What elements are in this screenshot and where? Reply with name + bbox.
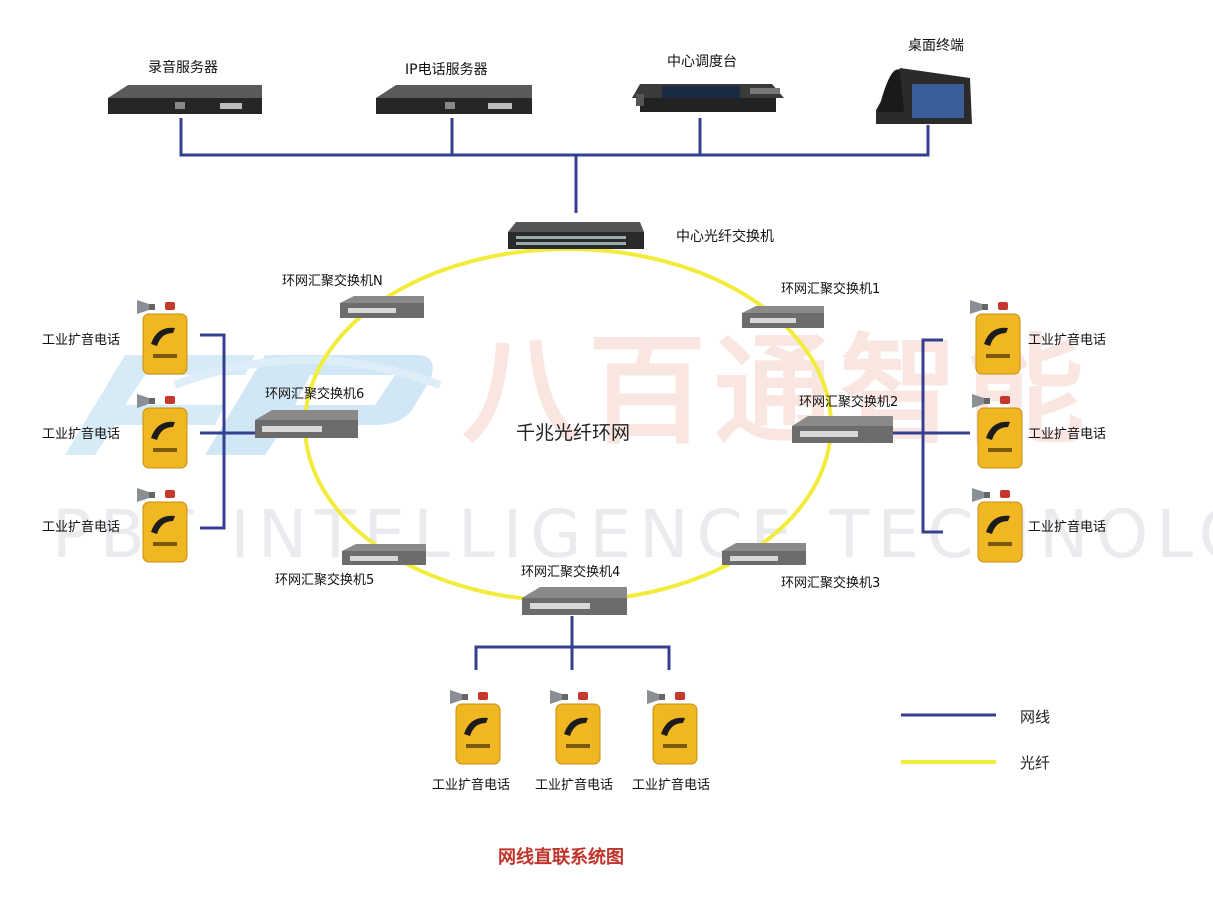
phone-label-left-1: 工业扩音电话 bbox=[42, 333, 121, 348]
bottom-network-branch bbox=[474, 616, 671, 670]
diagram-caption: 网线直联系统图 bbox=[498, 847, 624, 868]
recording-server-label: 录音服务器 bbox=[148, 60, 218, 76]
recording-server-icon bbox=[108, 85, 262, 114]
ring-switch-1-label: 环网汇聚交换机1 bbox=[781, 282, 881, 297]
ip-phone-server-label: IP电话服务器 bbox=[405, 62, 488, 78]
phone-label-right-1: 工业扩音电话 bbox=[1028, 333, 1107, 348]
legend-fiber-label: 光纤 bbox=[1020, 754, 1051, 772]
phone-label-right-2: 工业扩音电话 bbox=[1028, 427, 1107, 442]
ring-switch-n-icon bbox=[340, 296, 424, 318]
phone-label-bottom-2: 工业扩音电话 bbox=[535, 778, 614, 793]
industrial-phone-icon-right-3 bbox=[972, 488, 1023, 563]
top-network-bus bbox=[179, 118, 930, 213]
ring-label: 千兆光纤环网 bbox=[516, 422, 631, 444]
industrial-phone-icon-left-2 bbox=[137, 394, 188, 469]
ring-switch-n-label: 环网汇聚交换机N bbox=[282, 274, 383, 289]
core-switch-label: 中心光纤交换机 bbox=[676, 229, 774, 245]
phone-label-bottom-1: 工业扩音电话 bbox=[432, 778, 511, 793]
ip-phone-server-icon bbox=[376, 85, 532, 114]
desktop-terminal-label: 桌面终端 bbox=[908, 38, 964, 54]
industrial-phone-icon-right-1 bbox=[970, 300, 1021, 375]
ring-switch-6-icon bbox=[255, 410, 358, 438]
legend-network-label: 网线 bbox=[1020, 708, 1051, 726]
core-switch-icon bbox=[508, 222, 644, 249]
dispatch-console-icon bbox=[632, 84, 784, 112]
ring-switch-2-label: 环网汇聚交换机2 bbox=[799, 395, 899, 410]
industrial-phone-icon-bottom-1 bbox=[450, 690, 501, 765]
industrial-phone-icon-bottom-2 bbox=[550, 690, 601, 765]
left-network-branch bbox=[200, 333, 256, 530]
ring-switch-1-icon bbox=[742, 306, 824, 328]
phone-label-left-2: 工业扩音电话 bbox=[42, 427, 121, 442]
ring-switch-5-label: 环网汇聚交换机5 bbox=[275, 573, 375, 588]
phone-label-bottom-3: 工业扩音电话 bbox=[632, 778, 711, 793]
industrial-phone-icon-bottom-3 bbox=[647, 690, 698, 765]
industrial-phone-icon-left-3 bbox=[137, 488, 188, 563]
ring-switch-5-icon bbox=[342, 544, 426, 565]
ring-switch-6-label: 环网汇聚交换机6 bbox=[265, 387, 365, 402]
ring-switch-4-label: 环网汇聚交换机4 bbox=[521, 565, 621, 580]
ring-switch-3-label: 环网汇聚交换机3 bbox=[781, 576, 881, 591]
ring-switch-4-icon bbox=[522, 587, 627, 615]
phone-label-left-3: 工业扩音电话 bbox=[42, 520, 121, 535]
dispatch-console-label: 中心调度台 bbox=[667, 54, 737, 70]
ring-switch-3-icon bbox=[722, 543, 806, 565]
ring-switch-2-icon bbox=[792, 416, 893, 443]
right-network-branch bbox=[893, 338, 970, 534]
desktop-terminal-icon bbox=[876, 68, 972, 124]
industrial-phone-icon-right-2 bbox=[972, 394, 1023, 469]
industrial-phone-icon-left-1 bbox=[137, 300, 188, 375]
phone-label-right-3: 工业扩音电话 bbox=[1028, 520, 1107, 535]
